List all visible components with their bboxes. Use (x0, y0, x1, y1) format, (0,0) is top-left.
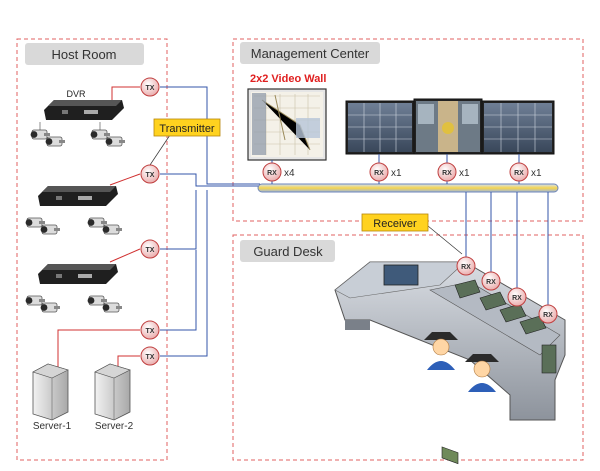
multiplier-x1: x1 (459, 168, 470, 179)
svg-text:TX: TX (146, 247, 155, 254)
multiplier-x1: x1 (391, 168, 402, 179)
video-wall-monitor (247, 88, 327, 161)
svg-text:RX: RX (512, 295, 522, 302)
tx-node: TX (140, 77, 160, 97)
receiver-callout (361, 213, 429, 232)
server-2-label: Server-2 (95, 421, 134, 432)
video-wall-title: 2x2 Video Wall (250, 73, 326, 85)
rx-node: RX (507, 287, 527, 307)
host-room-header (25, 43, 144, 65)
dvr-3 (25, 264, 123, 313)
management-center-header (240, 42, 380, 64)
console-screens (441, 446, 459, 465)
multiplier-x4: x4 (284, 168, 295, 179)
transmitter-callout (153, 118, 221, 137)
server-1-icon (32, 363, 69, 421)
camera-icon (30, 122, 126, 147)
svg-text:RX: RX (442, 170, 452, 177)
guard-desk-header (240, 240, 335, 262)
svg-text:RX: RX (486, 279, 496, 286)
rx-node: RX (456, 256, 476, 276)
receiver-label: Receiver (373, 218, 417, 230)
tx-node: TX (140, 346, 160, 366)
signal-bus (257, 183, 559, 193)
guard-icon (465, 354, 499, 392)
dvr-1 (30, 100, 126, 147)
transmitter-label: Transmitter (159, 123, 215, 135)
rx-node: RX (538, 304, 558, 324)
tx-node: TX (140, 239, 160, 259)
receiver-pointer (427, 225, 463, 255)
svg-text:RX: RX (461, 264, 471, 271)
host-room-title: Host Room (51, 47, 116, 62)
guard-console (334, 261, 566, 465)
server-1-label: Server-1 (33, 421, 72, 432)
monitor-1 (345, 100, 415, 155)
monitor-3 (481, 100, 555, 155)
guard-icon (424, 332, 458, 370)
dvr-label: DVR (66, 89, 86, 99)
rx-node: RX (481, 271, 501, 291)
rx-cables (465, 192, 549, 306)
svg-text:TX: TX (146, 172, 155, 179)
multiplier-x1: x1 (531, 168, 542, 179)
server-2-icon (94, 363, 131, 421)
svg-text:TX: TX (146, 328, 155, 335)
svg-text:RX: RX (267, 170, 277, 177)
svg-text:RX: RX (514, 170, 524, 177)
tx-node: TX (140, 164, 160, 184)
rx-node: RX (262, 162, 282, 182)
dvr-2 (25, 186, 123, 235)
guard-desk-title: Guard Desk (253, 244, 323, 259)
camera-icon (25, 217, 123, 235)
transmitter-pointer (149, 134, 171, 166)
rx-node: RX (369, 162, 389, 182)
svg-text:RX: RX (543, 312, 553, 319)
monitor-2 (413, 98, 483, 155)
svg-text:TX: TX (146, 354, 155, 361)
rx-node: RX (509, 162, 529, 182)
svg-text:TX: TX (146, 85, 155, 92)
camera-icon (25, 295, 123, 313)
tx-node: TX (140, 320, 160, 340)
guard-desk-frame (232, 234, 584, 461)
svg-text:RX: RX (374, 170, 384, 177)
source-cables (57, 86, 141, 372)
rx-node: RX (437, 162, 457, 182)
management-center-title: Management Center (251, 46, 370, 61)
